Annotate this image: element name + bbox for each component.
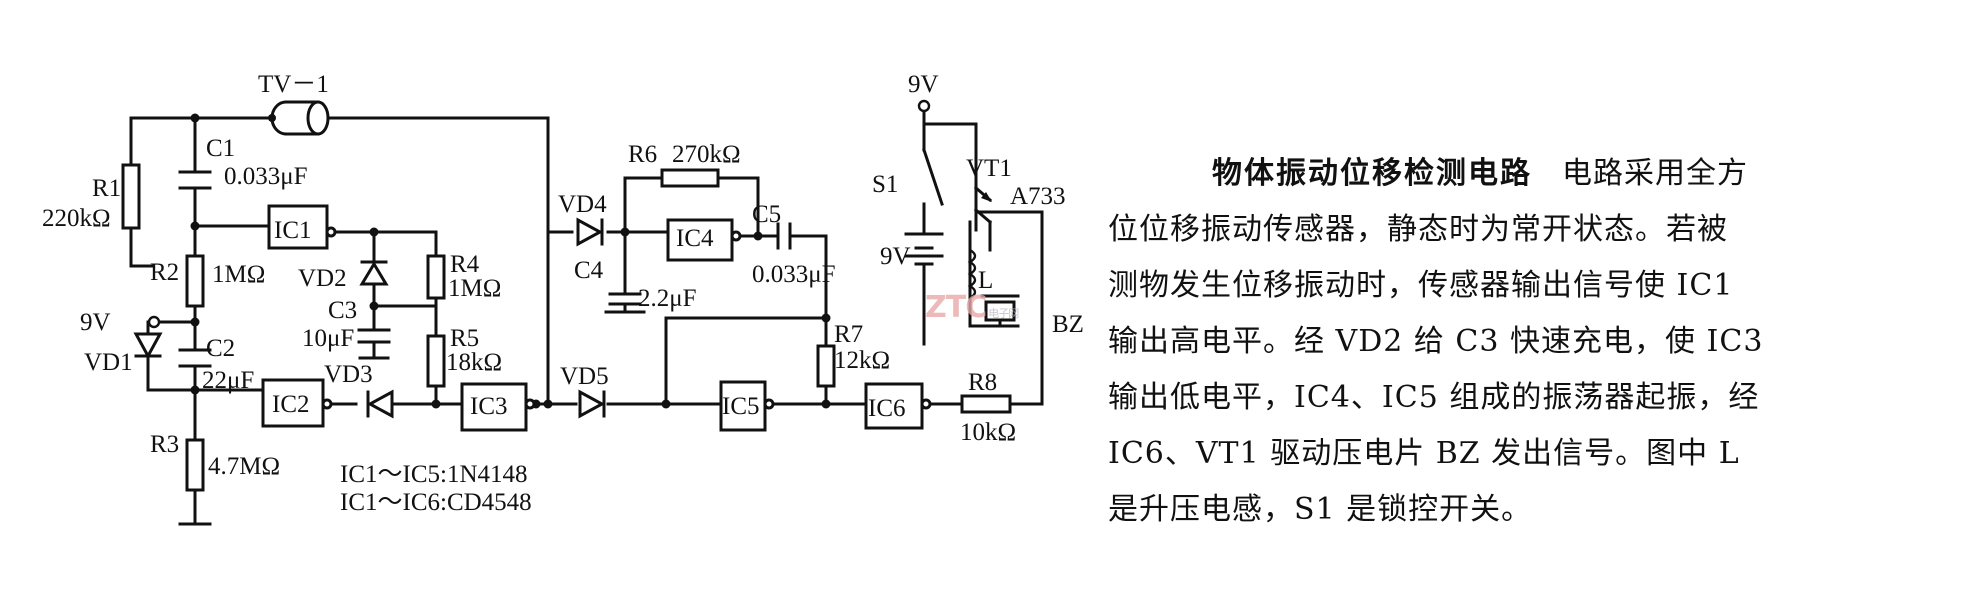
label-r6-value: 270kΩ: [672, 141, 741, 168]
label-ic2: IC2: [272, 391, 310, 418]
label-r5: R5: [450, 325, 479, 352]
label-battery-9v: 9V: [880, 243, 911, 270]
label-c2-value: 22μF: [202, 367, 254, 394]
ic3-box: [460, 382, 528, 432]
resistor-r7: [816, 344, 836, 388]
resistor-r4: [426, 254, 446, 300]
label-c4-value: 2.2μF: [638, 285, 697, 312]
label-r6: R6: [628, 141, 657, 168]
label-c1-value: 0.033μF: [224, 163, 308, 190]
vibration-sensor-tv1: [268, 100, 330, 136]
label-r3: R3: [150, 431, 179, 458]
label-vd3: VD3: [324, 361, 373, 388]
label-s1: S1: [872, 171, 898, 198]
label-9v-right: 9V: [908, 71, 939, 98]
ic6-box: [864, 382, 924, 430]
label-vd1: VD1: [84, 349, 133, 376]
label-c3: C3: [328, 297, 357, 324]
label-ic4: IC4: [676, 225, 714, 252]
logic-ics: [261, 204, 932, 432]
description-line-6: IC6、VT1 驱动压电片 BZ 发出信号。图中 L: [1108, 436, 1740, 471]
description-line-7: 是升压电感，S1 是锁控开关。: [1108, 492, 1533, 527]
label-vt1-part: A733: [1010, 183, 1066, 210]
label-r4: R4: [450, 251, 480, 278]
label-r4-value: 1MΩ: [448, 275, 501, 302]
label-r8: R8: [968, 369, 997, 396]
resistor-r1: [121, 163, 141, 230]
description-line-3: 测物发生位移振动时，传感器输出信号使 IC1: [1108, 268, 1734, 303]
circuit-schematic: TV－1 R1 220kΩ C1 0.033μF R2 1MΩ IC1 VD2 …: [42, 71, 1084, 526]
description-line-5: 输出低电平，IC4、IC5 组成的振荡器起振，经: [1108, 380, 1760, 415]
resistor-r8: [960, 394, 1012, 414]
label-r5-value: 18kΩ: [446, 349, 502, 376]
label-bz: BZ: [1052, 311, 1084, 338]
description-line-2: 位位移振动传感器，静态时为常开状态。若被: [1108, 212, 1728, 247]
label-r7: R7: [834, 321, 863, 348]
resistor-r6: [660, 168, 720, 188]
inductor-l: [967, 248, 977, 300]
piezo-buzzer-bz: [984, 300, 1016, 322]
output-stage: [904, 148, 1020, 328]
label-ic6: IC6: [868, 395, 906, 422]
diode-vd2: [359, 261, 389, 286]
ic4-box: [666, 218, 734, 262]
label-r1-value: 220kΩ: [42, 205, 111, 232]
switch-s1: [922, 148, 944, 206]
description-block: 物体振动位移检测电路电路采用全方 位位移振动传感器，静态时为常开状态。若被 测物…: [1108, 146, 1938, 538]
label-note-diodes: IC1～IC5:1N4148: [340, 461, 528, 488]
label-ic3: IC3: [470, 393, 508, 420]
capacitors: [178, 170, 792, 368]
label-ic5: IC5: [722, 393, 760, 420]
ic2-box: [261, 378, 325, 428]
description-line-4: 输出高电平。经 VD2 给 C3 快速充电，使 IC3: [1108, 324, 1764, 359]
ic1-box: [267, 204, 329, 250]
junction-dots: [190, 113, 831, 409]
label-vd5: VD5: [560, 363, 609, 390]
component-labels: TV－1 R1 220kΩ C1 0.033μF R2 1MΩ IC1 VD2 …: [42, 71, 1084, 516]
diode-vd4: [576, 217, 604, 247]
diode-vd3: [366, 389, 394, 419]
label-9v-left: 9V: [80, 309, 111, 336]
diode-vd1: [133, 332, 163, 360]
label-c4: C4: [574, 257, 604, 284]
label-c3-value: 10μF: [302, 325, 354, 352]
label-note-ics: IC1～IC6:CD4548: [340, 489, 532, 516]
resistor-r3: [185, 438, 205, 492]
label-r3-value: 4.7MΩ: [208, 453, 280, 480]
label-vd4: VD4: [558, 191, 607, 218]
label-c2: C2: [206, 335, 235, 362]
resistor-r5: [426, 334, 446, 388]
label-r2-value: 1MΩ: [212, 261, 265, 288]
label-l: L: [978, 267, 993, 294]
figure-title: 物体振动位移检测电路: [1212, 156, 1532, 191]
label-r8-value: 10kΩ: [960, 419, 1016, 446]
label-c5: C5: [752, 201, 781, 228]
resistor-r2: [185, 254, 205, 308]
label-vd2: VD2: [298, 265, 347, 292]
label-tv1: TV－1: [258, 71, 329, 98]
diode-vd5: [578, 389, 606, 419]
diodes: [133, 217, 606, 419]
supply-terminals: [147, 99, 931, 329]
label-c1: C1: [206, 135, 235, 162]
ic5-box: [719, 380, 767, 432]
label-r7-value: 12kΩ: [834, 347, 890, 374]
description-line-1: 物体振动位移检测电路电路采用全方: [1212, 156, 1748, 191]
label-c5-value: 0.033μF: [752, 261, 836, 288]
label-r1: R1: [92, 175, 121, 202]
resistors: [121, 163, 1012, 492]
label-ic1: IC1: [274, 217, 312, 244]
label-vt1: VT1: [966, 155, 1012, 182]
label-r2: R2: [150, 259, 179, 286]
